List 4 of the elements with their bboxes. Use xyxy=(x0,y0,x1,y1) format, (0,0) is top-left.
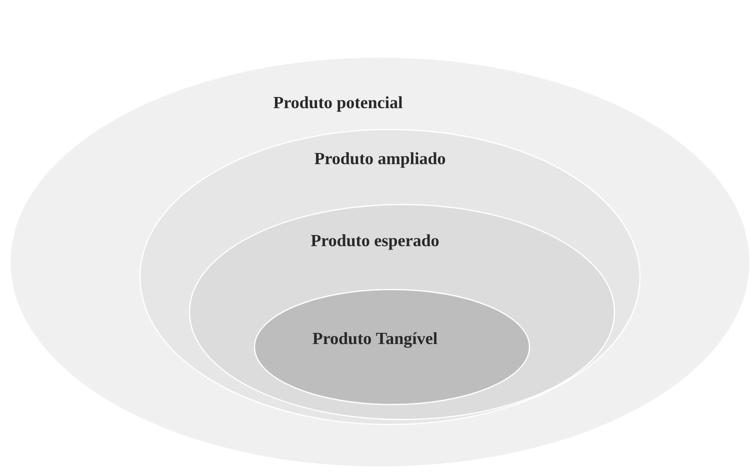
layer-label: Produto Tangível xyxy=(312,332,438,348)
layer-label: Produto ampliado xyxy=(314,152,446,168)
layer-label: Produto potencial xyxy=(274,96,402,112)
layer-label: Produto esperado xyxy=(311,234,439,250)
